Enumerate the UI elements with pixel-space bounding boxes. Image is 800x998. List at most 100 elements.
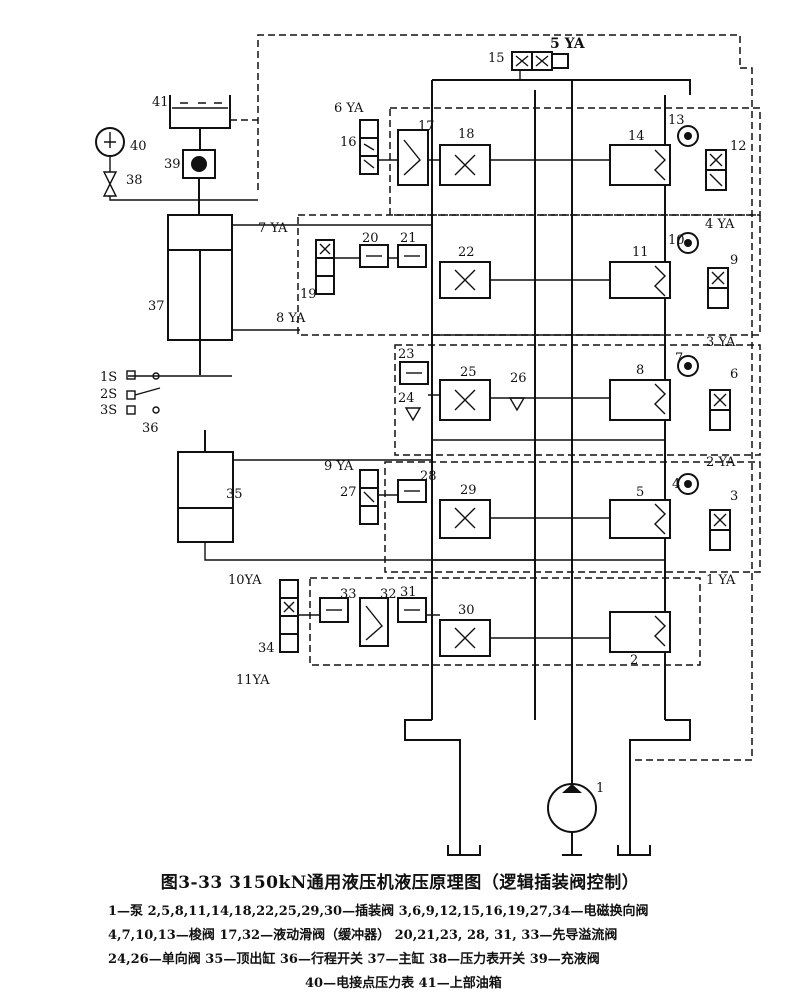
label-9YA: 9 YA <box>324 459 354 474</box>
pump-1 <box>547 783 597 856</box>
label-10: 10 <box>668 233 685 248</box>
legend-line-1: 1—泵 2,5,8,11,14,18,22,25,29,30—插装阀 3,6,9… <box>108 904 649 919</box>
legend-line-3: 24,26—单向阀 35—顶出缸 36—行程开关 37—主缸 38—压力表开关 … <box>108 952 600 967</box>
relief-28 <box>397 479 427 503</box>
label-1S: 1S <box>100 370 117 385</box>
valve-18 <box>439 144 491 186</box>
label-37: 37 <box>148 299 165 314</box>
limit-switches-36 <box>126 370 232 415</box>
label-1YA: 1 YA <box>706 573 736 588</box>
label-24: 24 <box>398 391 415 406</box>
relief-33 <box>319 597 349 623</box>
label-8: 8 <box>636 363 644 378</box>
ejector-cylinder-35 <box>177 430 535 561</box>
valve-19 <box>315 239 335 295</box>
label-17: 17 <box>418 119 435 134</box>
label-41: 41 <box>152 95 169 110</box>
valve-22 <box>439 261 491 299</box>
valve-2 <box>609 611 671 653</box>
label-27: 27 <box>340 485 357 500</box>
valve-11 <box>609 261 671 299</box>
label-1: 1 <box>596 781 604 796</box>
label-11YA: 11YA <box>236 673 270 688</box>
shuttle-4 <box>677 473 699 495</box>
label-32: 32 <box>380 587 397 602</box>
label-11: 11 <box>632 245 649 260</box>
valve-3 <box>709 509 731 551</box>
label-5YA: 5 YA <box>550 36 586 52</box>
valve-27 <box>359 469 379 525</box>
label-7: 7 <box>675 351 683 366</box>
label-38: 38 <box>126 173 143 188</box>
valve-14 <box>609 144 671 186</box>
valve-32 <box>359 597 389 647</box>
label-3YA: 3 YA <box>706 335 736 350</box>
relief-31 <box>397 597 427 623</box>
figure-title: 图3-33 3150kN通用液压机液压原理图（逻辑插装阀控制） <box>160 873 640 893</box>
label-35: 35 <box>226 487 243 502</box>
label-33: 33 <box>340 587 357 602</box>
label-7YA: 7 YA <box>258 221 288 236</box>
label-10YA: 10YA <box>228 573 262 588</box>
valve-8 <box>609 379 671 421</box>
hydraulic-schematic: 15 5 YA 41 39 40 38 37 <box>95 34 761 856</box>
label-34: 34 <box>258 641 275 656</box>
label-3S: 3S <box>100 403 117 418</box>
label-15: 15 <box>488 51 505 66</box>
shuttle-13 <box>677 125 699 147</box>
label-20: 20 <box>362 231 379 246</box>
label-13: 13 <box>668 113 685 128</box>
label-30: 30 <box>458 603 475 618</box>
label-40: 40 <box>130 139 147 154</box>
valve-30 <box>439 619 491 657</box>
valve-5 <box>609 499 671 539</box>
label-36: 36 <box>142 421 159 436</box>
legend-line-4: 40—电接点压力表 41—上部油箱 <box>305 976 502 991</box>
valve-25 <box>439 379 491 421</box>
legend-line-2: 4,7,10,13—梭阀 17,32—液动滑阀（缓冲器） 20,21,23, 2… <box>108 928 618 943</box>
label-12: 12 <box>730 139 747 154</box>
label-25: 25 <box>460 365 477 380</box>
label-18: 18 <box>458 127 475 142</box>
label-4YA: 4 YA <box>705 217 735 232</box>
valve-16 <box>359 119 379 175</box>
label-14: 14 <box>628 129 645 144</box>
label-39: 39 <box>164 157 181 172</box>
label-16: 16 <box>340 135 357 150</box>
label-3: 3 <box>730 489 738 504</box>
relief-21 <box>397 244 427 268</box>
label-21: 21 <box>400 231 417 246</box>
valve-34 <box>279 579 299 653</box>
label-4: 4 <box>672 477 680 492</box>
valve-12 <box>705 149 727 191</box>
valve-17 <box>397 129 429 186</box>
label-6: 6 <box>730 367 738 382</box>
pressure-gauge-40 <box>95 127 258 201</box>
label-5: 5 <box>636 485 644 500</box>
label-26: 26 <box>510 371 527 386</box>
main-cylinder-37 <box>167 214 432 375</box>
valve-15 <box>511 51 569 80</box>
shuttle-10 <box>677 232 699 254</box>
check-24 <box>404 407 422 422</box>
label-2: 2 <box>630 653 638 668</box>
label-31: 31 <box>400 585 417 600</box>
upper-tank-41 <box>169 95 258 155</box>
valve-29 <box>439 499 491 539</box>
label-29: 29 <box>460 483 477 498</box>
label-8YA: 8 YA <box>276 311 306 326</box>
label-22: 22 <box>458 245 475 260</box>
valve-6 <box>709 389 731 431</box>
label-23: 23 <box>398 347 415 362</box>
relief-23 <box>399 361 429 385</box>
prefill-valve-39 <box>182 149 216 215</box>
label-2S: 2S <box>100 387 117 402</box>
relief-20 <box>359 244 389 268</box>
shuttle-7 <box>677 355 699 377</box>
label-9: 9 <box>730 253 738 268</box>
label-19: 19 <box>300 287 317 302</box>
label-6YA: 6 YA <box>334 101 364 116</box>
valve-9 <box>707 267 729 309</box>
check-26 <box>508 397 526 412</box>
label-28: 28 <box>420 469 437 484</box>
